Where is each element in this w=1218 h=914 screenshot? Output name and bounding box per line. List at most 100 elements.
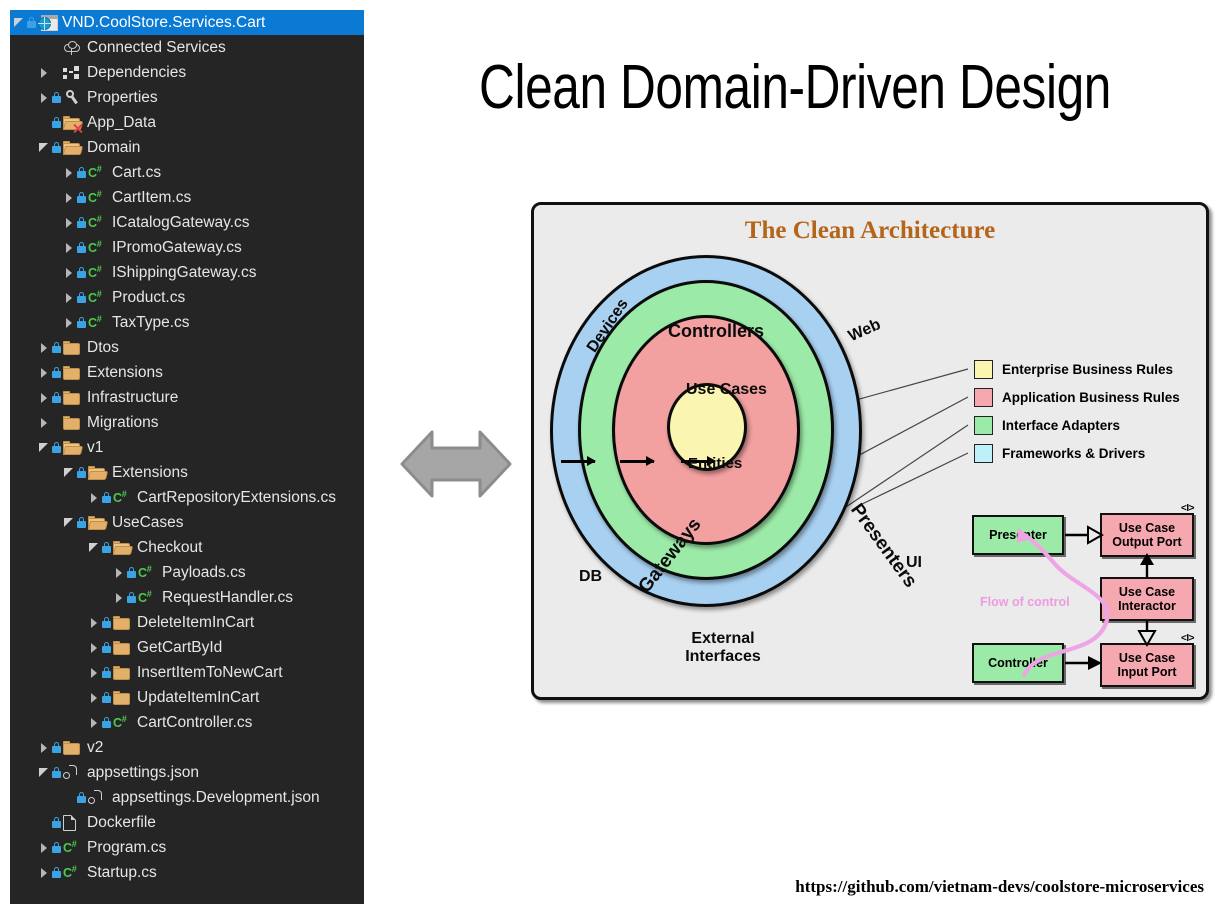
chevron-right-icon[interactable] [85,635,102,660]
lock-icon [102,542,111,553]
tree-item-dependencies[interactable]: Dependencies [10,60,364,85]
tree-item-usecases[interactable]: UseCases [10,510,364,535]
tree-item-taxtype-cs[interactable]: C# TaxType.cs [10,310,364,335]
tree-item-infrastructure[interactable]: Infrastructure [10,385,364,410]
chevron-down-icon[interactable] [85,535,102,560]
tree-item-icon: C# [77,237,107,259]
legend-item: Enterprise Business Rules [974,360,1173,379]
chevron-right-icon[interactable] [110,585,127,610]
tree-item-icon [52,137,84,159]
tree-item-appsettings-json[interactable]: appsettings.json [10,760,364,785]
chevron-right-icon[interactable] [60,235,77,260]
chevron-right-icon[interactable] [35,410,52,435]
tree-item-label: TaxType.cs [112,313,190,331]
chevron-down-icon[interactable] [35,135,52,160]
tree-item-label: Payloads.cs [162,563,246,581]
tree-item-cartrepositoryextensions-cs[interactable]: C#CartRepositoryExtensions.cs [10,485,364,510]
chevron-right-icon[interactable] [35,835,52,860]
chevron-right-icon[interactable] [35,60,52,85]
chevron-right-icon[interactable] [60,260,77,285]
tree-item-label: ICatalogGateway.cs [112,213,250,231]
csharp-icon: C# [88,314,102,331]
legend-label: Interface Adapters [1002,418,1121,433]
tree-item-app-data[interactable]: App_Data [10,110,364,135]
tree-item-program-cs[interactable]: C#Program.cs [10,835,364,860]
tree-item-payloads-cs[interactable]: C#Payloads.cs [10,560,364,585]
tree-item-v2[interactable]: v2 [10,735,364,760]
tree-item-properties[interactable]: Properties [10,85,364,110]
tree-item-icon [52,437,84,459]
tree-item-dockerfile[interactable]: Dockerfile [10,810,364,835]
tree-item-cartitem-cs[interactable]: C#CartItem.cs [10,185,364,210]
chevron-down-icon[interactable] [35,760,52,785]
csharp-icon: C# [88,264,102,281]
tree-item-ipromogateway-cs[interactable]: C#IPromoGateway.cs [10,235,364,260]
chevron-right-icon[interactable] [60,285,77,310]
chevron-right-icon[interactable] [85,610,102,635]
tree-item-icon [52,337,82,359]
legend-swatch-icon [974,416,993,435]
tree-item-icon [52,737,82,759]
chevron-right-icon[interactable] [60,210,77,235]
lock-icon [77,292,86,303]
tree-item-icon [77,462,109,484]
tree-item-deleteitemincart[interactable]: DeleteItemInCart [10,610,364,635]
chevron-right-icon[interactable] [85,710,102,735]
tree-item-insertitemtonewcart[interactable]: InsertItemToNewCart [10,660,364,685]
tree-item-domain[interactable]: Domain [10,135,364,160]
chevron-right-icon[interactable] [60,160,77,185]
chevron-right-icon[interactable] [35,860,52,885]
lock-icon [127,567,136,578]
chevron-right-icon[interactable] [60,310,77,335]
tree-item-requesthandler-cs[interactable]: C#RequestHandler.cs [10,585,364,610]
footer-url[interactable]: https://github.com/vietnam-devs/coolstor… [795,877,1204,896]
tree-item-product-cs[interactable]: C#Product.cs [10,285,364,310]
tree-item-updateitemincart[interactable]: UpdateItemInCart [10,685,364,710]
chevron-right-icon[interactable] [35,85,52,110]
chevron-down-icon[interactable] [10,10,27,35]
tree-item-label: IShippingGateway.cs [112,263,257,281]
tree-item-extensions[interactable]: Extensions [10,460,364,485]
tree-item-connected-services[interactable]: Connected Services [10,35,364,60]
chevron-down-icon[interactable] [60,460,77,485]
chevron-right-icon[interactable] [35,735,52,760]
chevron-right-icon[interactable] [60,185,77,210]
tree-item-label: Migrations [87,413,159,431]
chevron-right-icon[interactable] [85,685,102,710]
tree-item-vnd-coolstore-services-cart[interactable]: VND.CoolStore.Services.Cart [10,10,364,35]
chevron-right-icon[interactable] [85,660,102,685]
chevron-right-icon[interactable] [110,560,127,585]
tree-item-v1[interactable]: v1 [10,435,364,460]
tree-item-icon [77,512,109,534]
tree-item-ishippinggateway-cs[interactable]: C# IShippingGateway.cs [10,260,364,285]
tree-item-migrations[interactable]: Migrations [10,410,364,435]
tree-item-icon: C# [77,212,107,234]
lock-icon [77,467,86,478]
chevron-right-icon[interactable] [35,335,52,360]
tree-item-icon [102,637,132,659]
csharp-icon: C# [88,289,102,306]
tree-item-checkout[interactable]: Checkout [10,535,364,560]
tree-item-label: Extensions [87,363,163,381]
tree-item-cart-cs[interactable]: C#Cart.cs [10,160,364,185]
tree-item-dtos[interactable]: Dtos [10,335,364,360]
tree-item-startup-cs[interactable]: C#Startup.cs [10,860,364,885]
chevron-right-icon[interactable] [85,485,102,510]
tree-item-extensions[interactable]: Extensions [10,360,364,385]
tree-item-icataloggateway-cs[interactable]: C# ICatalogGateway.cs [10,210,364,235]
chevron-right-icon[interactable] [35,385,52,410]
tree-item-icon: C# [77,287,107,309]
legend-swatch-icon [974,388,993,407]
chevron-right-icon[interactable] [35,360,52,385]
tree-item-appsettings-development-json[interactable]: appsettings.Development.json [10,785,364,810]
dependency-arrow [681,456,716,465]
chevron-down-icon[interactable] [60,510,77,535]
chevron-down-icon[interactable] [35,435,52,460]
tree-item-icon [52,87,82,109]
lock-icon [102,492,111,503]
tree-item-cartcontroller-cs[interactable]: C#CartController.cs [10,710,364,735]
tree-item-getcartbyid[interactable]: GetCartById [10,635,364,660]
